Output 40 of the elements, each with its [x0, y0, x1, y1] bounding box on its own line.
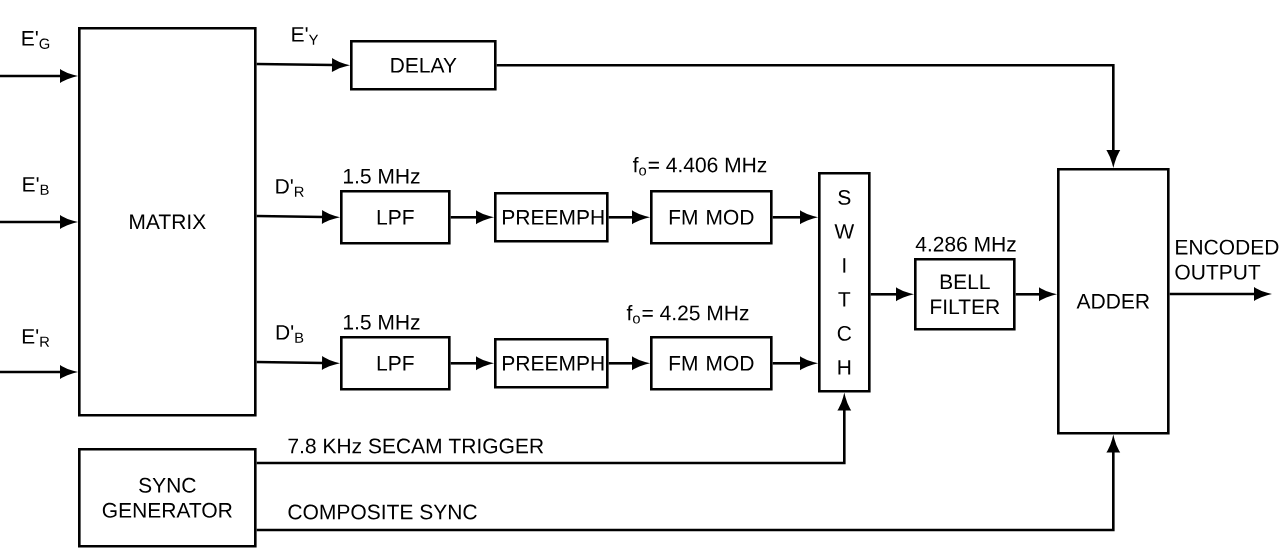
generator-box: SYNC GENERATOR — [78, 448, 257, 548]
adder-box: ADDER — [1057, 168, 1170, 435]
arrow — [870, 288, 911, 301]
arrow — [496, 64, 1120, 165]
matrix-box: MATRIX — [78, 27, 257, 417]
edge-label: ENCODED OUTPUT — [1172, 237, 1285, 282]
frequency-label: f$_{o}$= 4.25 MHz — [626, 305, 749, 324]
modulator-box: FM MOD — [650, 190, 773, 245]
arrow — [608, 211, 647, 224]
arrow — [608, 357, 647, 370]
edge-label: D'$_{R}$ — [272, 177, 308, 199]
edge-label: D'$_{B}$ — [273, 323, 307, 345]
edge-label: E'$_{G}$ — [18, 29, 54, 51]
filter-box: LPF — [340, 336, 451, 391]
delay-box: DELAY — [350, 40, 497, 91]
arrow — [256, 357, 337, 370]
arrow — [0, 366, 75, 378]
filter-box: LPF — [340, 190, 451, 245]
filter-box: BELL FILTER — [914, 258, 1016, 331]
arrow — [772, 211, 815, 224]
frequency-label: 1.5 MHz — [344, 314, 420, 330]
preemphasis-box: PREEMPH — [494, 192, 609, 243]
edge-label: E'$_{Y}$ — [288, 25, 322, 47]
arrow — [256, 59, 347, 72]
arrow — [1169, 288, 1269, 300]
preemphasis-box: PREEMPH — [494, 338, 609, 389]
frequency-label: 1.5 MHz — [344, 168, 420, 184]
edge-label: E'$_{B}$ — [19, 175, 53, 197]
arrow — [0, 70, 75, 82]
arrow — [772, 357, 815, 370]
arrow — [450, 211, 491, 224]
modulator-box: FM MOD — [650, 336, 773, 391]
arrow — [1015, 288, 1054, 301]
arrow — [450, 357, 491, 370]
frequency-label: 4.286 MHz — [915, 236, 1016, 252]
edge-label: E'$_{R}$ — [19, 327, 53, 349]
arrow — [0, 216, 75, 228]
frequency-label: f$_{o}$= 4.406 MHz — [632, 157, 767, 176]
switch-box: SWITCH — [818, 172, 871, 393]
arrow — [256, 211, 337, 223]
